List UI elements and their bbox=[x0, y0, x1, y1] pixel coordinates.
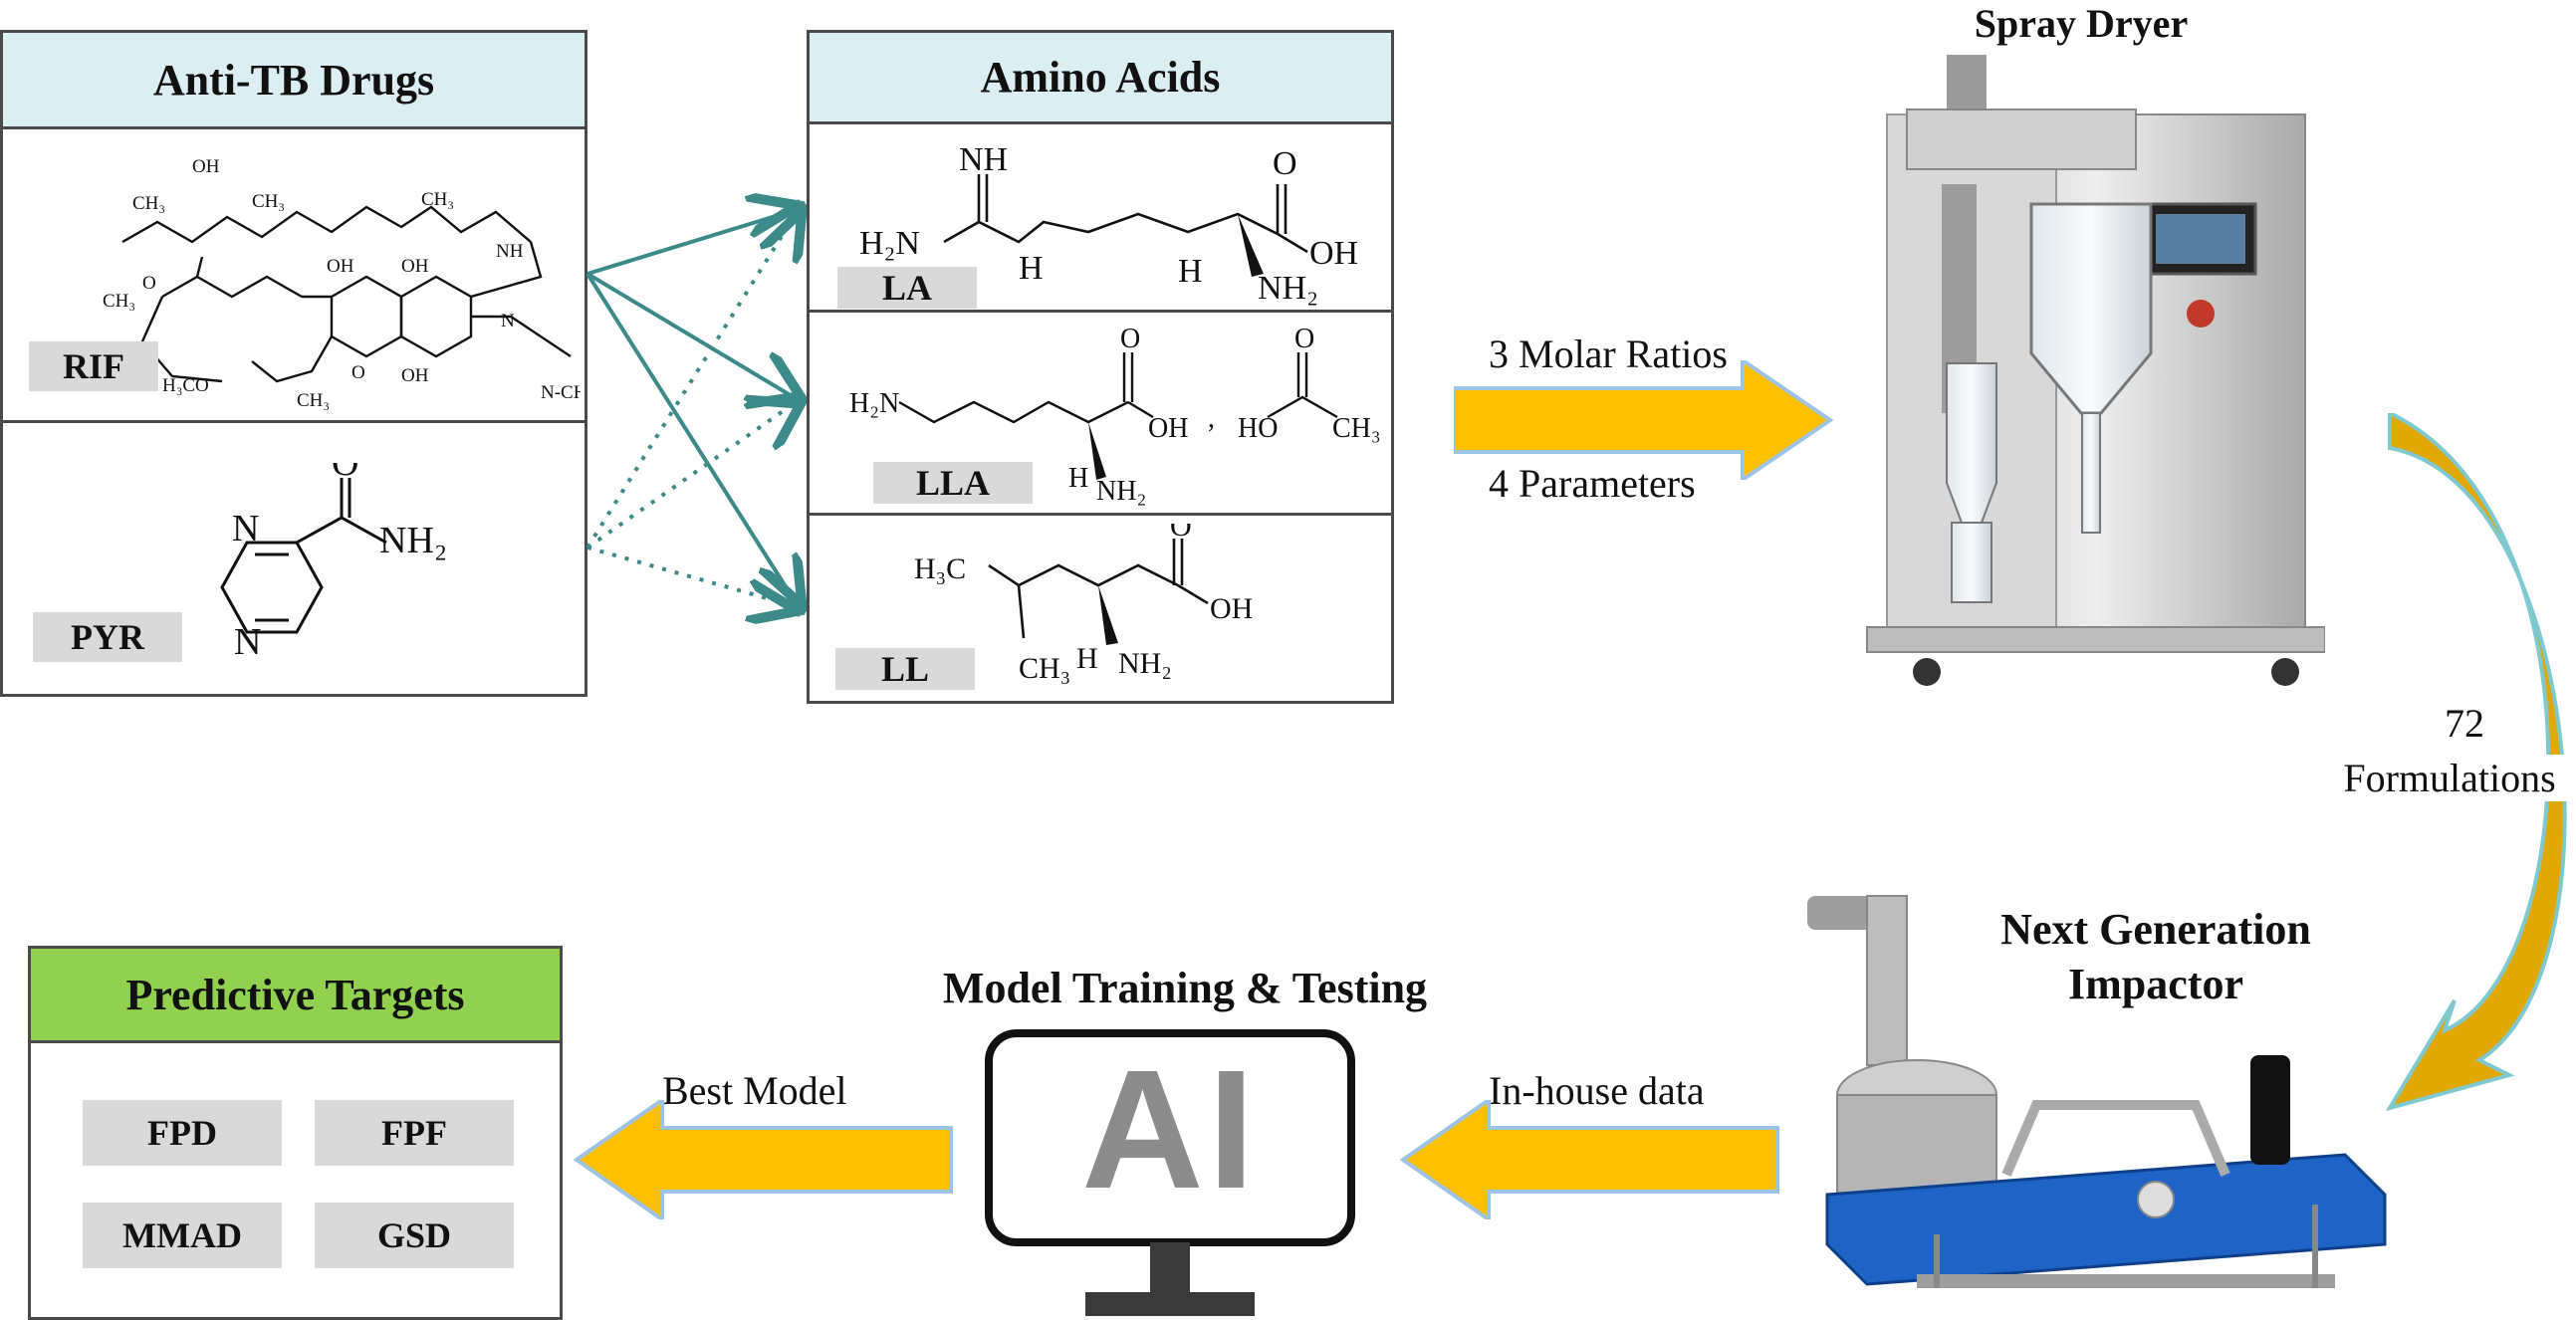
to-spray-dryer-arrow bbox=[1454, 360, 1834, 480]
svg-text:NH: NH bbox=[959, 141, 1008, 178]
ll-structure: H₃C O OH CH₃ H NH₂ bbox=[914, 524, 1253, 685]
amino-acids-title: Amino Acids bbox=[980, 53, 1221, 102]
ll-label: LL bbox=[835, 648, 975, 690]
rif-to-lla-arrow bbox=[585, 272, 799, 400]
svg-text:O: O bbox=[1170, 524, 1192, 543]
svg-text:CH₃: CH₃ bbox=[1019, 652, 1070, 685]
anti-tb-header: Anti-TB Drugs bbox=[0, 30, 587, 129]
la-panel: NH H₂N H O OH H NH₂ LA bbox=[807, 121, 1394, 313]
best-model-arrow bbox=[573, 1100, 953, 1219]
svg-text:O: O bbox=[1273, 145, 1297, 182]
rif-to-la-arrow bbox=[586, 209, 799, 276]
impactor-image bbox=[1807, 895, 2387, 1288]
anti-tb-title: Anti-TB Drugs bbox=[152, 55, 435, 105]
rif-label: RIF bbox=[29, 341, 158, 391]
pyr-label: PYR bbox=[33, 612, 182, 662]
svg-text:NH₂: NH₂ bbox=[1258, 270, 1318, 307]
svg-text:N: N bbox=[501, 311, 515, 331]
svg-text:CH₃: CH₃ bbox=[421, 189, 454, 210]
formulations-count: 72 bbox=[2425, 700, 2504, 747]
parameters-text: 4 Parameters bbox=[1489, 461, 1696, 506]
svg-text:H₃C: H₃C bbox=[914, 552, 966, 585]
spray-dryer-image bbox=[1866, 55, 2325, 686]
amino-acids-header: Amino Acids bbox=[807, 30, 1394, 124]
rif-structure: OH CH₃ CH₃ CH₃ CH₃ O OH OH NH OH O H₃CO … bbox=[103, 156, 581, 411]
svg-text:NH: NH bbox=[496, 241, 524, 262]
svg-text:H: H bbox=[1019, 250, 1044, 287]
impactor-title-line2: Impactor bbox=[2068, 960, 2243, 1008]
svg-text:NH₂: NH₂ bbox=[379, 520, 447, 561]
svg-text:OH: OH bbox=[1148, 413, 1188, 444]
predictive-targets-header: Predictive Targets bbox=[28, 946, 563, 1043]
rif-panel: OH CH₃ CH₃ CH₃ CH₃ O OH OH NH OH O H₃CO … bbox=[0, 126, 587, 423]
svg-text:O: O bbox=[1120, 324, 1140, 354]
pyr-panel: O NH₂ N N PYR bbox=[0, 420, 587, 697]
best-model-text: Best Model bbox=[662, 1068, 847, 1113]
svg-text:N: N bbox=[234, 621, 261, 663]
ai-screen-text: AI bbox=[1081, 1035, 1259, 1224]
predictive-targets-title: Predictive Targets bbox=[125, 970, 465, 1019]
lla-structure: H₂N O OH , HO O CH₃ H NH₂ bbox=[849, 324, 1381, 507]
svg-text:H₂N: H₂N bbox=[849, 388, 899, 419]
svg-text:H: H bbox=[1076, 642, 1098, 675]
to-impactor-arrow bbox=[2385, 413, 2567, 1112]
pyr-to-lla-arrow bbox=[585, 400, 799, 550]
svg-text:H₃CO: H₃CO bbox=[162, 375, 209, 396]
svg-text:NH₂: NH₂ bbox=[1096, 476, 1146, 507]
la-label: LA bbox=[837, 267, 977, 309]
svg-text:OH: OH bbox=[1309, 235, 1358, 272]
la-structure: NH H₂N H O OH H NH₂ bbox=[859, 141, 1358, 307]
inhouse-data-text: In-house data bbox=[1489, 1068, 1705, 1113]
svg-text:CH₃: CH₃ bbox=[297, 390, 330, 411]
target-mmad: MMAD bbox=[83, 1203, 282, 1268]
inhouse-data-arrow bbox=[1399, 1100, 1779, 1219]
svg-text:OH: OH bbox=[192, 156, 220, 177]
svg-text:CH₃: CH₃ bbox=[252, 191, 285, 212]
svg-text:CH₃: CH₃ bbox=[103, 291, 135, 312]
rif-to-ll-arrow bbox=[585, 272, 799, 607]
svg-text:N-CH₃: N-CH₃ bbox=[541, 382, 581, 403]
svg-text:CH₃: CH₃ bbox=[132, 193, 165, 214]
ai-monitor bbox=[985, 1029, 1355, 1316]
ll-panel: H₃C O OH CH₃ H NH₂ LL bbox=[807, 513, 1394, 704]
molar-ratios-text: 3 Molar Ratios bbox=[1489, 331, 1728, 376]
target-fpf: FPF bbox=[315, 1100, 514, 1166]
svg-text:O: O bbox=[332, 463, 358, 484]
svg-text:O: O bbox=[351, 362, 365, 383]
target-fpd: FPD bbox=[83, 1100, 282, 1166]
lla-panel: H₂N O OH , HO O CH₃ H NH₂ LLA bbox=[807, 310, 1394, 516]
svg-text:OH: OH bbox=[1210, 592, 1253, 625]
pyr-to-la-arrow bbox=[585, 209, 799, 550]
formulations-text: Formulations bbox=[2325, 755, 2574, 801]
svg-text:,: , bbox=[1208, 403, 1215, 434]
pyr-structure: O NH₂ N N bbox=[220, 463, 447, 663]
model-title: Model Training & Testing bbox=[942, 964, 1428, 1012]
pyr-to-ll-arrow bbox=[586, 546, 799, 607]
svg-text:H: H bbox=[1068, 463, 1088, 494]
svg-text:OH: OH bbox=[327, 256, 354, 277]
impactor-title-line1: Next Generation bbox=[2000, 905, 2311, 954]
svg-text:OH: OH bbox=[401, 365, 429, 386]
drug-amino-connectors bbox=[585, 179, 817, 637]
svg-text:OH: OH bbox=[401, 256, 429, 277]
svg-text:N: N bbox=[232, 508, 259, 550]
svg-text:O: O bbox=[142, 273, 156, 294]
predictive-targets-panel: FPD FPF MMAD GSD bbox=[28, 1040, 563, 1320]
svg-text:HO: HO bbox=[1238, 413, 1278, 444]
target-gsd: GSD bbox=[315, 1203, 514, 1268]
svg-text:O: O bbox=[1294, 324, 1314, 354]
svg-text:H: H bbox=[1178, 253, 1203, 290]
svg-text:CH₃: CH₃ bbox=[1332, 413, 1381, 444]
spray-dryer-title: Spray Dryer bbox=[1974, 1, 2189, 46]
svg-text:NH₂: NH₂ bbox=[1118, 647, 1172, 680]
lla-label: LLA bbox=[873, 462, 1033, 504]
svg-text:H₂N: H₂N bbox=[859, 225, 920, 262]
